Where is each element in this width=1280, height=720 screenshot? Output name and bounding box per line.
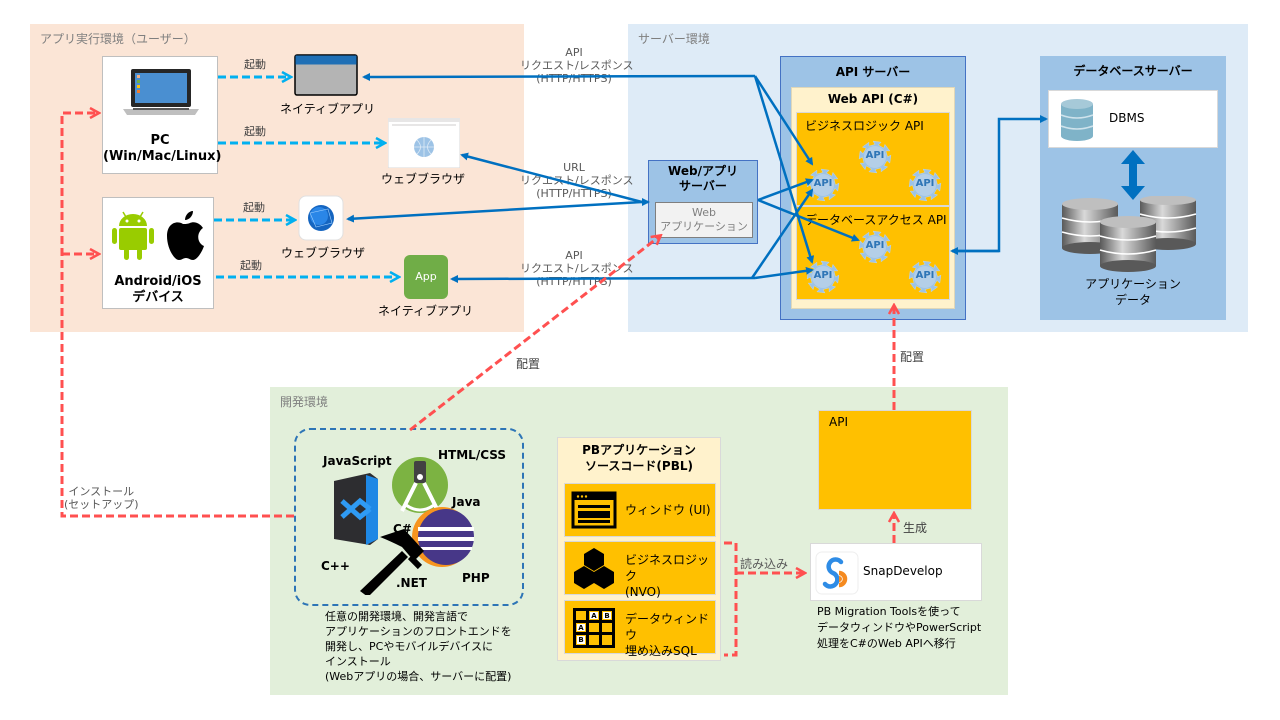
pc-device: PC (Win/Mac/Linux) xyxy=(102,56,222,174)
dbms-cylinder-icon xyxy=(1060,99,1094,141)
android-apple-icon xyxy=(112,211,204,260)
user-zone-title: アプリ実行環境（ユーザー） xyxy=(40,32,196,46)
snapdevelop-logo-icon xyxy=(815,551,859,595)
pc-web-browser-label: ウェブブラウザ xyxy=(380,172,465,186)
lang-javascript: JavaScript xyxy=(323,454,392,468)
dbms-label: DBMS xyxy=(1109,111,1145,125)
grid-letter-b: B xyxy=(604,612,609,620)
api-gear-icon: API xyxy=(908,168,942,202)
pc-label: PC xyxy=(150,133,170,148)
pb-source-code-box: PBアプリケーションソースコード(PBL) ウィンドウ (UI) ビジネスロジッ… xyxy=(557,437,721,661)
pb-window-ui: ウィンドウ (UI) xyxy=(564,483,716,537)
ide-description: 任意の開発環境、開発言語でアプリケーションのフロントエンドを開発し、PCやモバイ… xyxy=(325,610,512,683)
application-data-cylinders-icon xyxy=(1061,196,1197,272)
server-zone-title: サーバー環境 xyxy=(638,32,710,46)
business-logic-api-title: ビジネスロジック API xyxy=(805,119,924,133)
lang-html-css: HTML/CSS xyxy=(438,448,506,462)
android-studio-icon xyxy=(392,457,448,513)
api-gear-icon: API xyxy=(806,260,840,294)
mobile-sub-label: デバイス xyxy=(132,290,184,305)
launch-label-4: 起動 xyxy=(240,259,262,272)
datawindow-grid-icon: A B A B xyxy=(573,608,615,648)
api-server-title: API サーバー xyxy=(835,65,911,79)
web-app-server-title-2: サーバー xyxy=(679,179,727,193)
launch-label-2: 起動 xyxy=(244,125,266,138)
mobile-web-browser-icon xyxy=(298,195,344,241)
web-api-title: Web API (C#) xyxy=(827,92,919,106)
api-gear-icon: API xyxy=(908,260,942,294)
eclipse-icon xyxy=(412,507,474,567)
laptop-icon xyxy=(123,69,199,115)
deploy-label-webapp: 配置 xyxy=(516,357,541,371)
api-gear-icon: API xyxy=(858,140,892,174)
pb-window-ui-label: ウィンドウ (UI) xyxy=(625,503,711,517)
pb-business-logic: ビジネスロジック(NVO) xyxy=(564,541,716,599)
dev-zone-title: 開発環境 xyxy=(280,395,329,409)
apple-icon xyxy=(167,211,204,260)
lang-java: Java xyxy=(452,495,481,509)
data-access-api-title: データベースアクセス API xyxy=(805,213,947,227)
dbms-box: DBMS xyxy=(1048,90,1218,148)
ide-tools-icons xyxy=(334,457,474,595)
api-gear-label: API xyxy=(813,270,833,281)
generated-api-box: API xyxy=(818,410,972,510)
android-icon xyxy=(112,211,154,260)
mobile-label: Android/iOS xyxy=(114,274,202,289)
mobile-native-app-label: ネイティブアプリ xyxy=(378,304,474,318)
native-app-window-icon xyxy=(294,54,358,96)
database-server-title: データベースサーバー xyxy=(1073,64,1193,78)
api-gear-label: API xyxy=(915,270,935,281)
snapdevelop-box: SnapDevelop xyxy=(810,543,982,601)
pc-native-app-label: ネイティブアプリ xyxy=(280,102,376,116)
launch-label-3: 起動 xyxy=(243,201,265,214)
database-server: データベースサーバー DBMS アプリケーションデータ xyxy=(1040,56,1226,320)
ide-languages-box xyxy=(294,428,524,606)
snapdevelop-description: PB Migration Toolsを使ってデータウィンドウやPowerScri… xyxy=(817,605,982,650)
api-gear-label: API xyxy=(865,240,885,251)
lang-php: PHP xyxy=(462,571,490,585)
api-gear-icon: API xyxy=(858,230,892,264)
generate-label: 生成 xyxy=(903,521,928,535)
lang-dotnet: .NET xyxy=(396,576,427,590)
api-gear-label: API xyxy=(915,178,935,189)
generated-api-title: API xyxy=(829,415,848,429)
bidirectional-arrow-icon xyxy=(1121,150,1145,200)
lang-csharp: C# xyxy=(393,522,412,536)
install-label: インストール(セットアップ) xyxy=(64,485,139,511)
api-gear-label: API xyxy=(813,178,833,189)
hexagons-icon xyxy=(574,548,614,589)
api-gear-icon: API xyxy=(806,168,840,202)
pb-business-logic-label: ビジネスロジック(NVO) xyxy=(625,553,710,599)
application-data-label: アプリケーションデータ xyxy=(1085,277,1181,307)
window-ui-icon xyxy=(571,491,617,529)
snapdevelop-label: SnapDevelop xyxy=(863,564,943,578)
launch-label-1: 起動 xyxy=(244,58,266,71)
visual-studio-code-icon xyxy=(334,473,378,545)
lang-cpp: C++ xyxy=(321,559,350,573)
web-app-server-title-1: Web/アプリ xyxy=(668,164,738,178)
read-label: 読み込み xyxy=(740,557,789,571)
hammer-icon xyxy=(360,529,424,595)
mobile-native-app-icon: App xyxy=(404,255,448,299)
pc-web-browser-icon xyxy=(388,118,460,168)
pc-os-label: (Win/Mac/Linux) xyxy=(103,149,222,164)
pb-datawindow-label: データウィンドウ埋め込みSQL xyxy=(625,612,710,658)
grid-letter-b-row: B xyxy=(578,636,583,644)
api-gear-label: API xyxy=(865,150,885,161)
pb-datawindow-sql: A B A B データウィンドウ埋め込みSQL xyxy=(564,600,716,658)
grid-letter-a: A xyxy=(591,612,597,620)
grid-letter-a-row: A xyxy=(578,624,584,632)
deploy-label-api: 配置 xyxy=(900,350,925,364)
pb-source-title: PBアプリケーションソースコード(PBL) xyxy=(582,443,696,473)
mobile-web-browser-label: ウェブブラウザ xyxy=(280,246,365,260)
cylinder-center xyxy=(1099,216,1157,272)
mobile-device: Android/iOS デバイス xyxy=(102,197,214,309)
